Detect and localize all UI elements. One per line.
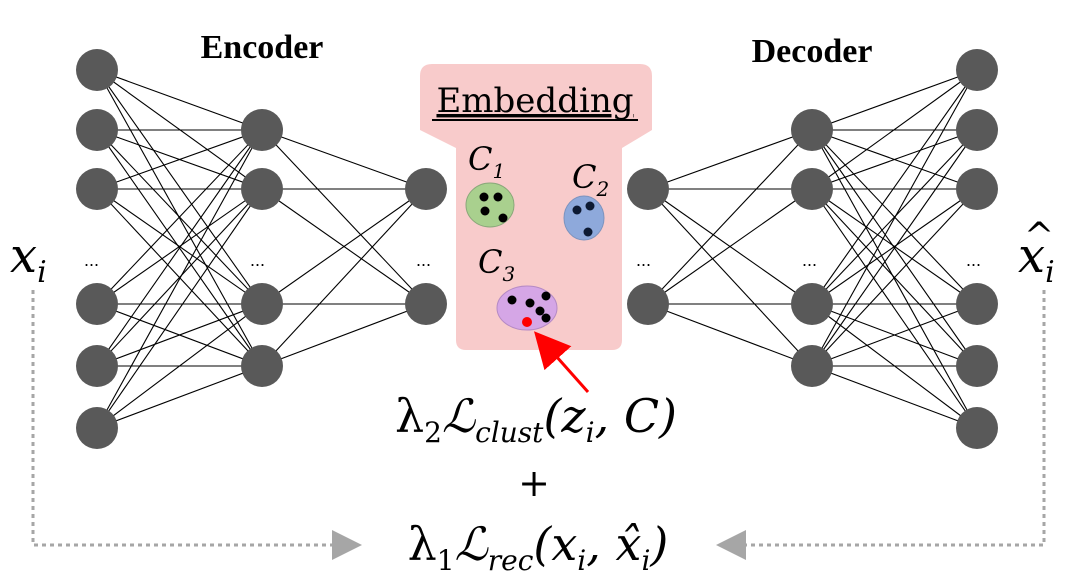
neuron-node (956, 168, 998, 210)
ellipsis-dec-3: ... (966, 250, 981, 270)
neuron-node (241, 109, 283, 151)
neuron-node (791, 345, 833, 387)
network-edge (96, 129, 263, 367)
neuron-node (791, 109, 833, 151)
network-edge (261, 188, 427, 367)
network-edge (647, 188, 813, 305)
cluster-2-label: C2 (572, 158, 609, 201)
neuron-node (791, 168, 833, 210)
decoder-title: Decoder (752, 33, 873, 70)
cluster-loss: λ2ℒclust(zi, C) (395, 389, 677, 449)
input-label: xi (10, 228, 47, 290)
output-label: xi (1018, 228, 1055, 290)
network-edge (647, 303, 813, 367)
neuron-node (241, 283, 283, 325)
ellipsis-enc-3: ... (416, 250, 431, 270)
neuron-node (956, 109, 998, 151)
neuron-node (791, 283, 833, 325)
neuron-node (76, 49, 118, 91)
network-edge (96, 303, 263, 429)
neuron-node (956, 49, 998, 91)
network-edge (811, 69, 978, 131)
network-edge (261, 303, 427, 367)
network-edge (811, 129, 978, 367)
cluster-3-label: C3 (478, 243, 515, 286)
output-hat: ^ (1024, 216, 1054, 257)
network-edge (261, 129, 427, 190)
reconstruction-loss: λ1ℒrec(xi, x̂i) (408, 517, 669, 577)
output-to-loss-arrow (716, 290, 1046, 560)
network-edge (811, 69, 978, 367)
neuron-node (956, 345, 998, 387)
network-edge (811, 188, 978, 429)
network-edge (811, 365, 978, 429)
network-edge (261, 129, 427, 305)
neuron-node (405, 283, 447, 325)
ellipsis-dec-1: ... (636, 250, 651, 270)
embedding-panel (420, 64, 652, 350)
network-edge (96, 129, 263, 429)
neuron-node (76, 345, 118, 387)
network-edge (96, 188, 263, 305)
network-edge (96, 129, 263, 305)
network-edge (96, 303, 263, 367)
neuron-node (956, 283, 998, 325)
neuron-node (76, 168, 118, 210)
network-edges (96, 69, 978, 429)
loss-plus: + (518, 461, 550, 505)
network-edge (811, 188, 978, 367)
network-edge (96, 129, 263, 190)
cluster-1-points (479, 192, 508, 223)
neuron-node (241, 345, 283, 387)
ellipsis-enc-2: ... (250, 250, 265, 270)
encoder-title: Encoder (201, 29, 324, 66)
network-edge (96, 69, 263, 305)
network-edge (647, 188, 813, 367)
network-edge (811, 69, 978, 190)
ellipsis-enc-1: ... (84, 250, 99, 270)
network-edge (811, 188, 978, 305)
neuron-node (627, 168, 669, 210)
network-edge (96, 69, 263, 367)
neuron-node (405, 168, 447, 210)
neuron-node (627, 283, 669, 325)
network-edge (647, 129, 813, 190)
network-edge (811, 129, 978, 429)
network-edge (96, 365, 263, 429)
ellipsis-dec-2: ... (802, 250, 817, 270)
network-nodes (76, 49, 998, 449)
cluster-3-points (507, 291, 551, 323)
cluster-2-points (572, 201, 595, 237)
network-edge (96, 188, 263, 367)
neuron-node (76, 283, 118, 325)
neuron-node (956, 407, 998, 449)
network-edge (96, 69, 263, 131)
network-edge (647, 129, 813, 305)
network-edge (811, 129, 978, 190)
network-edge (261, 188, 427, 305)
neuron-node (241, 168, 283, 210)
cluster-1-label: C1 (468, 140, 505, 183)
neuron-node (76, 407, 118, 449)
network-edge (96, 188, 263, 429)
neuron-node (76, 109, 118, 151)
assignment-arrow (534, 331, 590, 393)
network-edge (811, 303, 978, 367)
assigned-point (522, 317, 532, 327)
network-edge (811, 69, 978, 305)
embedding-title: Embedding (436, 81, 633, 121)
